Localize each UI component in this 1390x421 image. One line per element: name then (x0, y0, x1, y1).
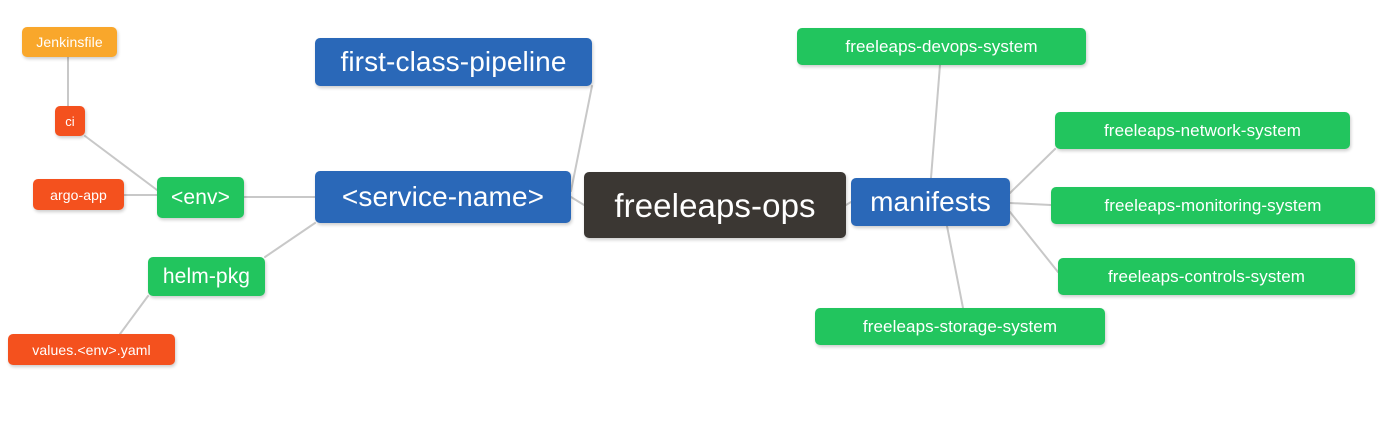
edge-helm-pkg-to-values-env-yaml (119, 295, 149, 335)
node-ci[interactable]: ci (55, 106, 85, 136)
node-jenkinsfile[interactable]: Jenkinsfile (22, 27, 117, 57)
node-manifests[interactable]: manifests (851, 178, 1010, 226)
node-first-class-pipeline[interactable]: first-class-pipeline (315, 38, 592, 86)
node-label: freeleaps-ops (614, 186, 816, 224)
node-label: ci (65, 113, 75, 129)
edge-manifests-to-freeleaps-storage-system (946, 225, 964, 309)
node-label: <env> (171, 186, 230, 209)
node-freeleaps-monitoring-system[interactable]: freeleaps-monitoring-system (1051, 187, 1375, 224)
node-freeleaps-network-system[interactable]: freeleaps-network-system (1055, 112, 1350, 149)
node-service-name[interactable]: <service-name> (315, 171, 571, 223)
edge-manifests-to-freeleaps-network-system (1009, 148, 1056, 194)
node-label: manifests (870, 186, 991, 217)
node-argo-app[interactable]: argo-app (33, 179, 124, 210)
node-label: Jenkinsfile (36, 34, 103, 50)
node-env[interactable]: <env> (157, 177, 244, 218)
node-helm-pkg[interactable]: helm-pkg (148, 257, 265, 296)
edge-manifests-to-freeleaps-devops-system (930, 64, 941, 179)
edge-manifests-to-freeleaps-monitoring-system (1009, 202, 1052, 206)
node-label: freeleaps-devops-system (845, 37, 1038, 56)
node-freeleaps-storage-system[interactable]: freeleaps-storage-system (815, 308, 1105, 345)
node-label: values.<env>.yaml (32, 341, 151, 358)
node-values-env-yaml[interactable]: values.<env>.yaml (8, 334, 175, 365)
node-root[interactable]: freeleaps-ops (584, 172, 846, 238)
edge-service-name-to-helm-pkg (264, 222, 316, 258)
node-label: freeleaps-storage-system (862, 317, 1058, 336)
node-label: <service-name> (341, 181, 545, 212)
node-label: first-class-pipeline (340, 46, 567, 77)
node-freeleaps-controls-system[interactable]: freeleaps-controls-system (1058, 258, 1355, 295)
node-label: freeleaps-controls-system (1107, 267, 1306, 286)
node-freeleaps-devops-system[interactable]: freeleaps-devops-system (797, 28, 1086, 65)
edge-root-to-service-name (570, 196, 585, 206)
node-label: freeleaps-network-system (1103, 121, 1302, 140)
node-label: freeleaps-monitoring-system (1104, 196, 1322, 215)
node-label: argo-app (50, 186, 107, 203)
node-label: helm-pkg (162, 265, 251, 288)
